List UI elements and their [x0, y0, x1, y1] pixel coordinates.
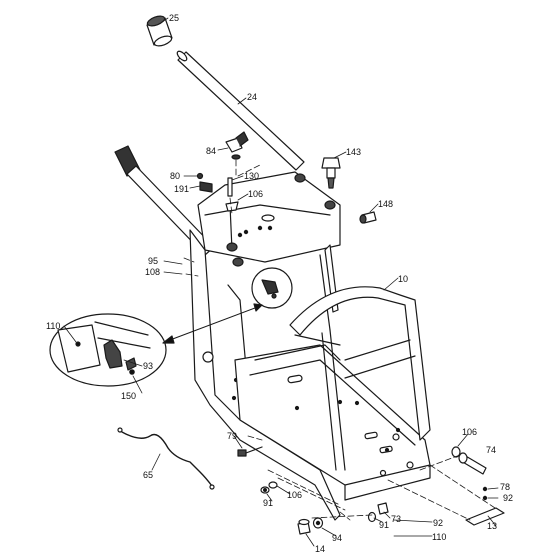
- callout-78: 78: [500, 482, 511, 492]
- callout-73: 73: [391, 514, 402, 524]
- callout-91-left: 91: [263, 498, 274, 508]
- callout-130: 130: [244, 171, 260, 181]
- leader-lines: [63, 17, 499, 547]
- callout-108: 108: [145, 267, 161, 277]
- assembly-guides: [183, 159, 496, 521]
- callout-110-bottom: 110: [432, 532, 447, 542]
- callout-14: 14: [315, 544, 326, 554]
- callout-95: 95: [148, 256, 159, 266]
- nut-91-mid: [367, 511, 377, 523]
- callout-24: 24: [247, 92, 258, 102]
- callout-191: 191: [174, 184, 190, 194]
- detail-arrow: [162, 303, 263, 344]
- callout-106-top: 106: [248, 189, 264, 199]
- callout-13: 13: [487, 521, 498, 531]
- nut-91-left: [260, 486, 270, 494]
- callout-79: 79: [227, 431, 238, 441]
- bolt-79: [237, 446, 263, 457]
- callout-91-mid: 91: [379, 520, 390, 530]
- callout-148: 148: [378, 199, 394, 209]
- upper-housing: [197, 171, 341, 267]
- knob: [321, 157, 341, 189]
- side-bolt: [359, 211, 377, 224]
- main-frame: [189, 229, 431, 521]
- callout-92-bottom: 92: [433, 518, 444, 528]
- callout-93: 93: [143, 361, 154, 371]
- bolt-74: [458, 452, 487, 475]
- washer-106-bottom: [268, 481, 278, 489]
- inset-detail-view: [49, 313, 167, 387]
- callout-143: 143: [346, 147, 362, 157]
- handle-bar-left: [114, 145, 215, 256]
- detail-callout-fitting: [261, 279, 279, 299]
- callout-94: 94: [332, 533, 343, 543]
- bracket-13: [465, 486, 505, 526]
- cable: [117, 427, 215, 490]
- washer-106-right: [451, 446, 461, 458]
- callout-65: 65: [143, 470, 154, 480]
- nut-14: [297, 518, 311, 535]
- callout-150: 150: [121, 391, 137, 401]
- callout-10: 10: [398, 274, 409, 284]
- callout-92-right: 92: [503, 493, 514, 503]
- elbow-fitting: [225, 131, 249, 160]
- callout-106-bottom: 106: [287, 490, 303, 500]
- washer-94: [312, 517, 324, 529]
- callout-25: 25: [169, 13, 180, 23]
- callout-106-right: 106: [462, 427, 478, 437]
- callout-110-inset: 110: [46, 321, 61, 331]
- handle-bar-upper: [176, 50, 305, 171]
- bolt-73: [377, 502, 389, 515]
- callout-80: 80: [170, 171, 181, 181]
- handle-grip-top: [146, 15, 173, 47]
- callout-74: 74: [486, 445, 497, 455]
- detail-callout-circle: [251, 267, 293, 309]
- small-fittings: [196, 172, 239, 212]
- callout-84: 84: [206, 146, 217, 156]
